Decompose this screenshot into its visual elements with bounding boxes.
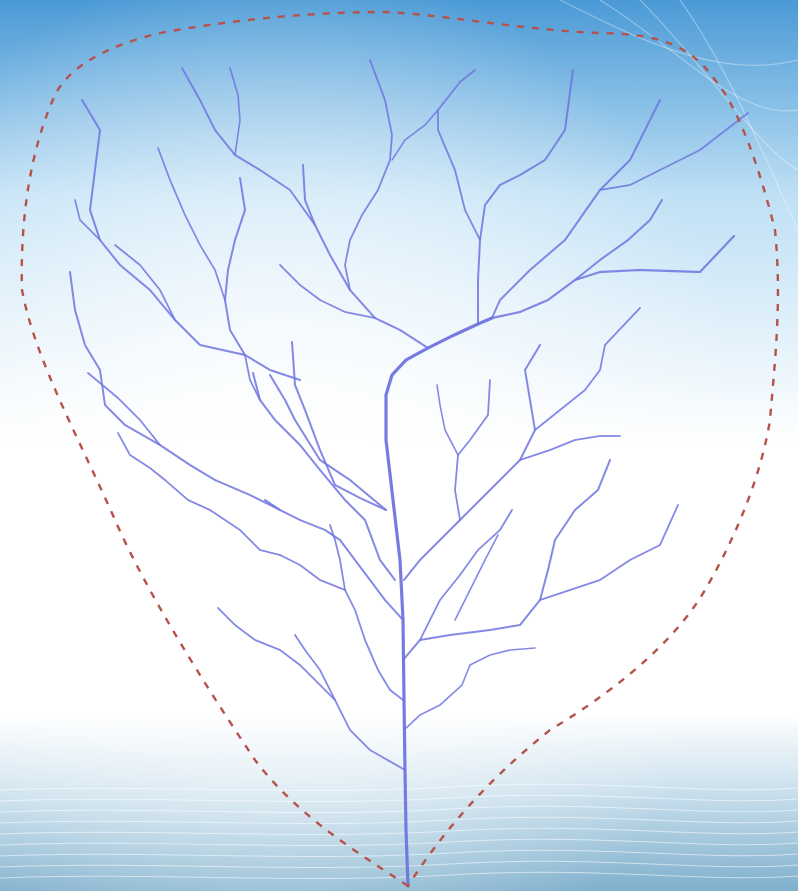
tree-diagram-scene bbox=[0, 0, 798, 891]
scene-canvas bbox=[0, 0, 798, 891]
haze-glow bbox=[0, 0, 798, 891]
